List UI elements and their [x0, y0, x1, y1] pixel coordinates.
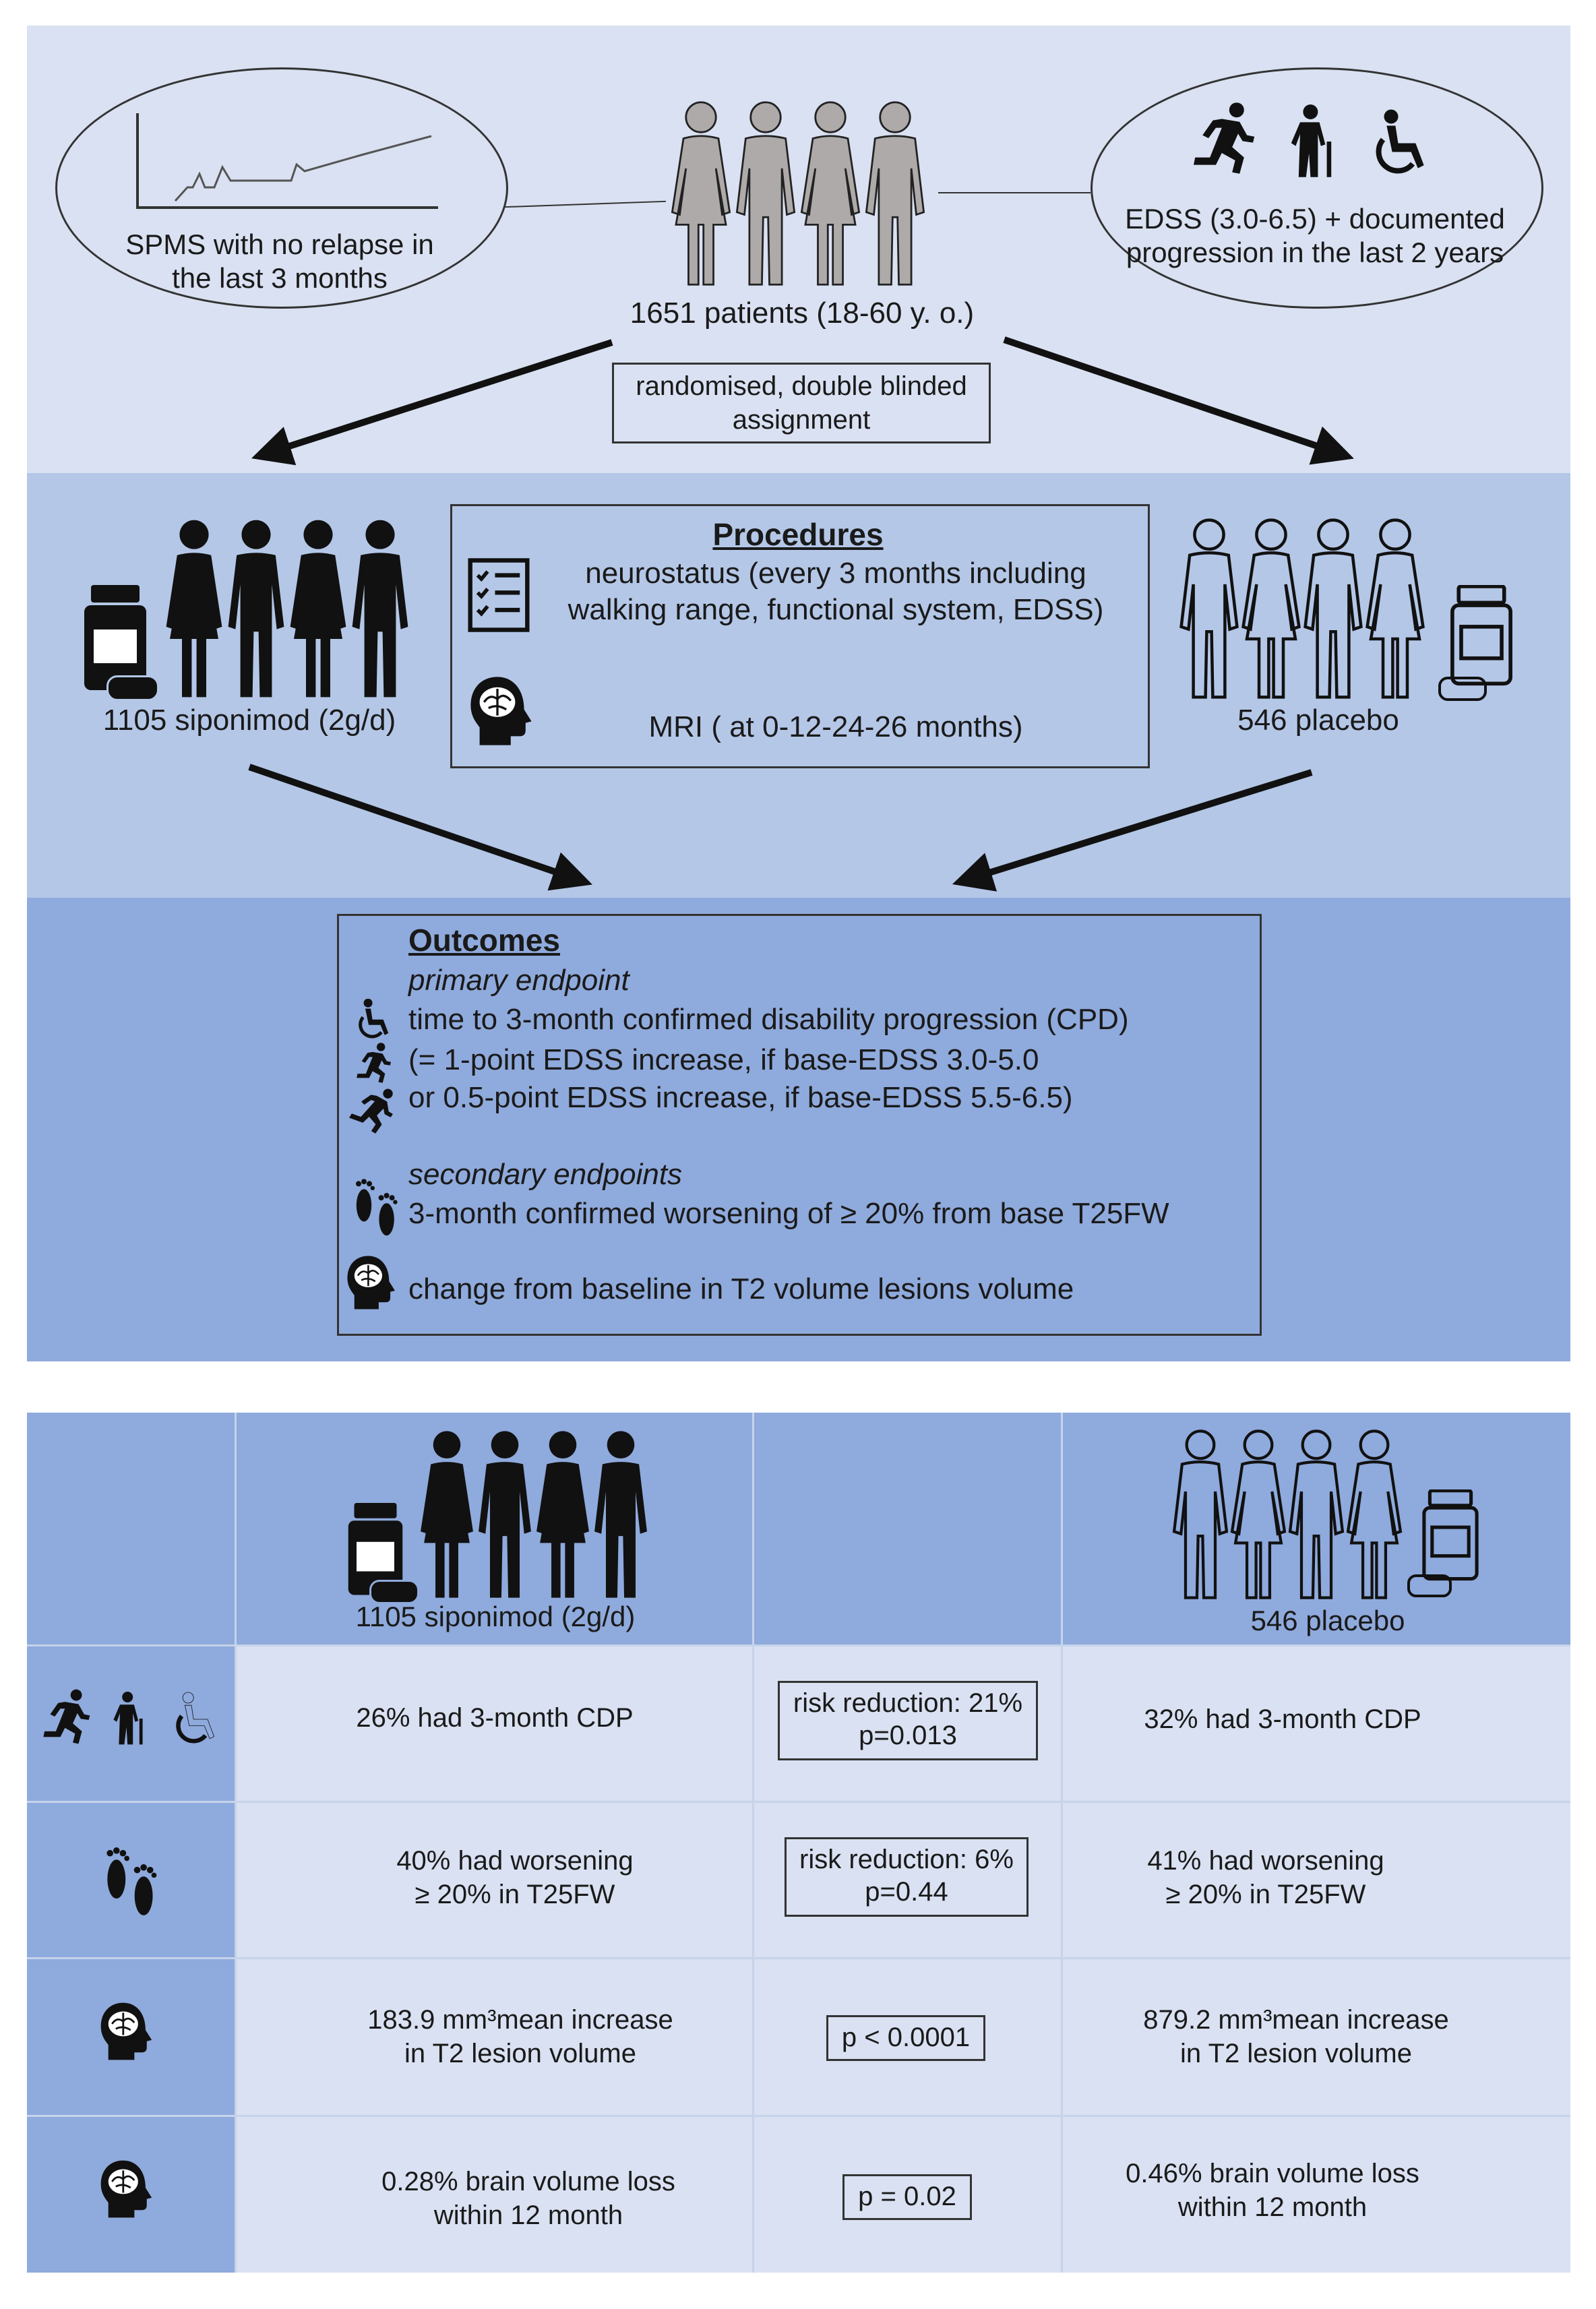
table-vline-1	[235, 1413, 237, 2273]
brain-head-icon	[469, 675, 533, 747]
left-ellipse-line-1: SPMS with no relapse in	[125, 228, 434, 260]
row1-placebo-result: 32% had 3-month CDP	[1144, 1704, 1421, 1734]
row3-siponimod-line-2: in T2 lesion volume	[404, 2039, 636, 2068]
procedures-title: Procedures	[712, 517, 884, 552]
relapse-graph-icon	[136, 113, 438, 209]
patients-label: 1651 patients (18-60 y. o.)	[630, 297, 975, 330]
row2-stat-line-1: risk reduction: 6%	[799, 1845, 1014, 1874]
row4-brain-head-icon	[100, 2159, 153, 2219]
row1-stat-line-1: risk reduction: 21%	[793, 1688, 1023, 1718]
left-ellipse-line-2: the last 3 months	[172, 262, 388, 294]
row4-stat-box: p = 0.02	[842, 2174, 972, 2220]
right-ellipse	[1091, 67, 1543, 309]
row1-stat-box: risk reduction: 21% p=0.013	[778, 1681, 1038, 1760]
placebo-group-icon	[1177, 518, 1433, 700]
table-vline-3	[1061, 1413, 1063, 2273]
row2-footprints-icon	[106, 1847, 157, 1915]
checklist-icon	[468, 557, 530, 634]
table-header-row	[27, 1413, 1570, 1644]
footprints-icon	[356, 1179, 398, 1236]
table-placebo-bottle-icon	[1421, 1489, 1480, 1581]
procedures-box	[450, 504, 1150, 768]
primary-line-2: (= 1-point EDSS increase, if base-EDSS 3…	[408, 1043, 1039, 1076]
row1-wheelchair-icon	[170, 1689, 224, 1750]
outcomes-title: Outcomes	[408, 923, 560, 958]
left-ellipse	[55, 67, 508, 309]
connector-right	[938, 192, 1091, 193]
procedures-mri: MRI ( at 0-12-24-26 months)	[648, 710, 1023, 743]
row3-placebo-line-1: 879.2 mm³mean increase	[1143, 2005, 1449, 2035]
table-pill-icon	[369, 1580, 419, 1604]
row4-siponimod-line-2: within 12 month	[433, 2200, 623, 2230]
siponimod-label: 1105 siponimod (2g/d)	[102, 704, 396, 737]
row2-stat-box: risk reduction: 6% p=0.44	[785, 1837, 1029, 1917]
siponimod-group-icon	[166, 520, 408, 698]
row3-brain-head-icon	[100, 2002, 153, 2061]
row2-siponimod-line-2: ≥ 20% in T25FW	[415, 1880, 615, 1909]
secondary-line-2: change from baseline in T2 volume lesion…	[408, 1272, 1074, 1305]
wheelchair-small-icon	[348, 999, 402, 1041]
secondary-line-1: 3-month confirmed worsening of ≥ 20% fro…	[408, 1197, 1169, 1230]
table-hline-1	[27, 1644, 1570, 1646]
table-siponimod-group-icon	[421, 1431, 647, 1598]
primary-endpoint-heading: primary endpoint	[408, 964, 630, 997]
row2-placebo-line-1: 41% had worsening	[1147, 1846, 1384, 1876]
table-placebo-group-icon	[1170, 1429, 1413, 1600]
outcomes-box	[337, 914, 1262, 1336]
placebo-pill-icon	[1438, 677, 1487, 701]
row2-siponimod-line-1: 40% had worsening	[396, 1846, 634, 1876]
assignment-line-1: randomised, double blinded	[636, 371, 967, 401]
outcomes-band	[27, 898, 1570, 1361]
brain-head-small-icon	[346, 1255, 396, 1310]
table-placebo-label: 546 placebo	[1250, 1605, 1405, 1636]
row4-stat-line-1: p = 0.02	[858, 2182, 956, 2211]
row4-placebo-line-1: 0.46% brain volume loss	[1126, 2159, 1419, 2188]
row1-runner-icon	[43, 1689, 90, 1744]
row2-placebo-line-2: ≥ 20% in T25FW	[1165, 1880, 1366, 1909]
table-placebo-pill-icon	[1407, 1574, 1452, 1597]
placebo-label: 546 placebo	[1237, 704, 1399, 737]
assignment-box	[612, 363, 991, 443]
row1-stat-line-2: p=0.013	[859, 1721, 957, 1750]
table-hline-3	[27, 1957, 1570, 1959]
primary-line-1: time to 3-month confirmed disability pro…	[408, 1003, 1129, 1036]
secondary-endpoint-heading: secondary endpoints	[408, 1158, 683, 1191]
row3-stat-box: p < 0.0001	[826, 2015, 985, 2061]
procedures-band	[27, 473, 1570, 898]
falling-person-icon	[357, 1043, 392, 1083]
table-hline-2	[27, 1801, 1570, 1803]
row3-placebo-line-2: in T2 lesion volume	[1180, 2039, 1412, 2068]
right-ellipse-line-1: EDSS (3.0-6.5) + documented	[1125, 203, 1505, 235]
procedures-line-2: walking range, functional system, EDSS)	[567, 593, 1104, 626]
right-ellipse-line-2: progression in the last 2 years	[1126, 237, 1504, 268]
table-siponimod-label: 1105 siponimod (2g/d)	[355, 1601, 636, 1632]
row3-stat-line-1: p < 0.0001	[841, 2023, 971, 2052]
primary-line-3: or 0.5-point EDSS increase, if base-EDSS…	[408, 1081, 1073, 1114]
slipping-person-icon	[347, 1079, 401, 1137]
row3-siponimod-line-1: 183.9 mm³mean increase	[367, 2005, 673, 2035]
row1-elderly-icon	[113, 1692, 143, 1745]
row1-siponimod-result: 26% had 3-month CDP	[356, 1703, 634, 1733]
row2-stat-line-2: p=0.44	[865, 1877, 948, 1907]
placebo-bottle-icon	[1449, 585, 1514, 686]
row4-placebo-line-2: within 12 month	[1177, 2192, 1368, 2222]
assignment-line-2: assignment	[732, 405, 871, 435]
table-hline-4	[27, 2115, 1570, 2117]
procedures-line-1: neurostatus (every 3 months including	[585, 557, 1086, 590]
row4-siponimod-line-1: 0.28% brain volume loss	[381, 2167, 675, 2196]
table-vline-2	[752, 1413, 754, 2273]
arrows-overlay	[248, 336, 1354, 892]
pill-icon	[106, 675, 159, 701]
